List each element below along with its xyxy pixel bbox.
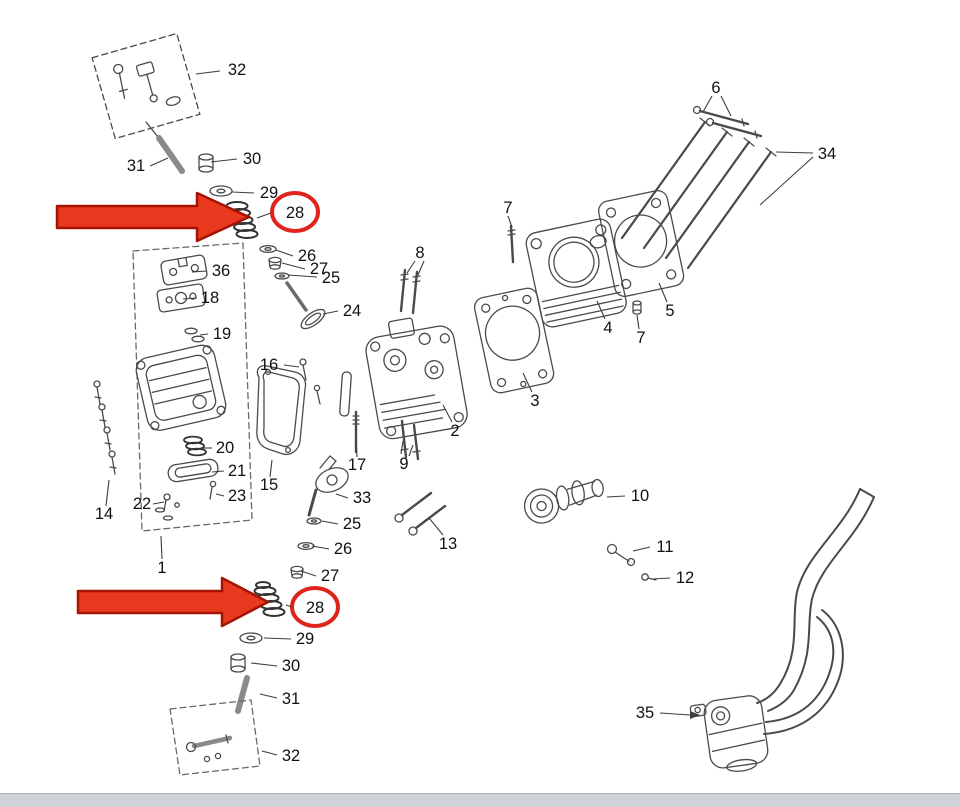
callout-30-bottom: 30	[282, 657, 300, 675]
callout-22: 22	[133, 495, 151, 513]
callout-10: 10	[631, 487, 649, 505]
callout-3: 3	[530, 392, 539, 410]
highlight-arrow-bottom	[76, 576, 270, 628]
callout-labels: 32 31 30 29 28 26 27 25 24 36 18 19 20 2…	[95, 61, 836, 765]
callout-32-bottom: 32	[282, 747, 300, 765]
callout-24: 24	[343, 302, 361, 320]
valve-seal-top-drawing	[268, 256, 282, 270]
base-gasket-drawing	[597, 189, 685, 297]
spring-seat-top-drawing	[259, 244, 277, 254]
bolts-16-drawing	[299, 358, 321, 405]
callout-27-bottom: 27	[321, 567, 339, 585]
screw-23-drawing	[209, 480, 217, 500]
part-12-drawing	[641, 573, 657, 581]
callout-25-bottom: 25	[343, 515, 361, 533]
valve-drawing	[285, 281, 326, 330]
callout-18: 18	[201, 289, 219, 307]
callout-17: 17	[348, 456, 366, 474]
callout-11: 11	[656, 538, 673, 556]
callout-4: 4	[603, 319, 612, 337]
callout-16: 16	[260, 356, 278, 374]
highlight-arrow-top	[55, 191, 251, 243]
rocker-kit-bottom-drawing	[169, 699, 261, 776]
small-washers-1-drawing	[154, 502, 180, 521]
callout-28-top: 28	[286, 204, 304, 222]
studs-8-drawing	[399, 268, 421, 315]
callout-29-top: 29	[260, 184, 278, 202]
callout-29-bottom: 29	[296, 630, 314, 648]
leader-lines	[105, 70, 814, 756]
callout-36: 36	[212, 262, 230, 280]
group-box-left	[132, 242, 253, 532]
bolts-13-drawing	[394, 491, 447, 536]
callout-26-bottom: 26	[334, 540, 352, 558]
callout-8: 8	[415, 244, 424, 262]
callout-33: 33	[353, 489, 371, 507]
spring-seat-bottom-drawing	[297, 541, 315, 551]
stud-7-left-drawing	[507, 224, 516, 264]
dowel-7-right-drawing	[632, 300, 642, 315]
camshaft-drawing	[523, 478, 604, 524]
callout-31-bottom: 31	[282, 690, 300, 708]
studs-34-drawing	[620, 117, 777, 270]
holder-plate-drawing	[156, 283, 206, 313]
callout-35: 35	[636, 704, 654, 722]
callout-5: 5	[665, 302, 674, 320]
callout-2: 2	[450, 422, 459, 440]
callout-19: 19	[213, 325, 231, 343]
washers-19-drawing	[184, 327, 205, 343]
callout-13: 13	[439, 535, 457, 553]
callout-20: 20	[216, 439, 234, 457]
valve-guide-top-drawing	[198, 153, 214, 173]
callout-21: 21	[228, 462, 246, 480]
spring-retainer-top-drawing	[209, 185, 233, 197]
valve-cotter-top-drawing	[274, 272, 290, 280]
callout-23: 23	[228, 487, 246, 505]
callout-31-top: 31	[127, 157, 145, 175]
cylinder-drawing	[525, 218, 627, 328]
bolts-6-drawing	[692, 105, 763, 139]
cylinder-head-cover-drawing	[135, 344, 227, 431]
callout-9: 9	[399, 455, 408, 473]
callout-28-bottom: 28	[306, 599, 324, 617]
rocker-kit-top-drawing	[91, 32, 201, 140]
cylinder-head-drawing	[365, 317, 468, 440]
bottom-bar	[0, 793, 960, 807]
valve-cotter-bottom-drawing	[306, 517, 322, 525]
rocker-holder-drawing	[160, 254, 208, 286]
callout-34: 34	[818, 145, 836, 163]
head-gasket-drawing	[473, 287, 555, 394]
callout-15: 15	[260, 476, 278, 494]
cover-gasket-drawing	[167, 458, 219, 483]
callout-7-left: 7	[503, 199, 512, 217]
breather-assembly-drawing	[689, 488, 875, 772]
callout-26-top: 26	[298, 247, 316, 265]
callout-14: 14	[95, 505, 113, 523]
callout-32-top: 32	[228, 61, 246, 79]
pushrod-bottom-drawing	[235, 675, 250, 714]
small-spring-20-drawing	[183, 435, 207, 457]
callout-30-top: 30	[243, 150, 261, 168]
valve-seal-bottom-drawing	[290, 565, 304, 579]
spring-retainer-bottom-drawing	[239, 632, 263, 644]
callout-6: 6	[711, 79, 720, 97]
highlight-circle-top	[270, 191, 320, 233]
part-11-drawing	[606, 543, 636, 567]
screw-22-drawing	[163, 493, 171, 512]
part-drawings	[91, 32, 875, 776]
callout-12: 12	[676, 569, 694, 587]
rocker-arm-33-drawing	[307, 455, 349, 517]
bolts-14-drawing	[93, 380, 117, 475]
valve-guide-bottom-drawing	[230, 653, 246, 673]
callout-25-top: 25	[322, 269, 340, 287]
pushrod-top-drawing	[156, 135, 185, 174]
callout-1: 1	[157, 559, 166, 577]
callout-7-right: 7	[636, 329, 645, 347]
guide-blade-drawing	[339, 371, 352, 417]
callout-27-top: 27	[310, 260, 328, 278]
gasket-15-drawing	[256, 365, 307, 456]
